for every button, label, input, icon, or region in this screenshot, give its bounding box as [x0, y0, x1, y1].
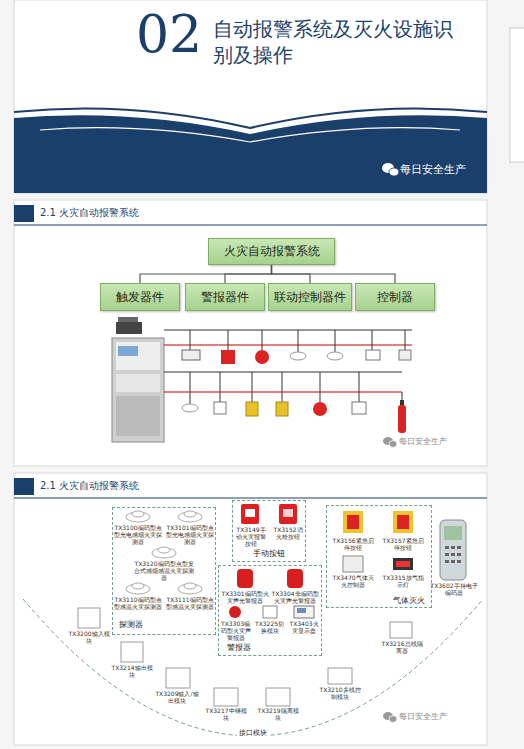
handheld-encoder — [440, 520, 466, 580]
device-caption: TX3217中继模块 — [205, 707, 247, 721]
device-caption: TX3315放气指示灯 — [380, 574, 426, 588]
device-group: 探测器 — [112, 507, 216, 635]
tree-connector — [225, 265, 272, 283]
device-caption: TX3219隔离模块 — [257, 707, 299, 721]
device-caption: TX3111编码型点型感温火灾探测器 — [166, 596, 214, 610]
device-caption: TX3303编码型火灾声警报器 — [219, 620, 252, 642]
category-box: 警报器件 — [185, 283, 265, 311]
device-group: 手动按钮 — [232, 500, 306, 562]
tree-connector — [272, 265, 396, 283]
device-caption: TX3214输出模块 — [111, 664, 153, 678]
watermark: 每日安全生产 — [400, 163, 480, 176]
device-caption: TX3149手动火灾报警按钮 — [234, 526, 268, 548]
box-label: 触发器件 — [116, 290, 164, 304]
slide-frames — [14, 0, 524, 745]
section-number: 02 — [136, 8, 226, 60]
watermark: 每日安全生产 — [399, 712, 479, 722]
controller-cabinet — [112, 317, 164, 442]
group-label: 气体灭火 — [393, 596, 425, 606]
field-devices — [182, 350, 411, 433]
text-column: 联动控制器件 — [274, 290, 346, 304]
device-caption: TX3200输入模块 — [68, 630, 110, 644]
box-label: 警报器件 — [201, 290, 249, 304]
dashed-arc-outline — [22, 598, 484, 743]
device-caption: TX3225切换模块 — [253, 620, 286, 634]
group-label: 接口模块 — [237, 729, 269, 737]
tree-connector — [140, 265, 272, 283]
category-box: 触发器件 — [100, 283, 180, 311]
bus-wires — [164, 330, 412, 404]
device-caption: TX3602手持电子编码器 — [430, 582, 478, 596]
text-column: 触发器件 — [116, 290, 164, 304]
device-caption: TX3216总线隔离器 — [380, 640, 424, 654]
module-arc-group: 接口模块 — [22, 598, 484, 743]
device-caption: TX3101编码型点型光电感烟火灾探测器 — [166, 524, 214, 546]
book-band — [14, 108, 487, 193]
text-column: 控制器 — [377, 290, 413, 304]
slide-title: 自动报警系统及灭火设施识别及操作 — [213, 16, 465, 68]
device-caption: TX3470气体灭火控制器 — [330, 574, 376, 588]
device-caption: TX3210多线控制模块 — [318, 686, 362, 700]
box-label: 控制器 — [377, 290, 413, 304]
device-caption: TX3110编码型点型感温火灾探测器 — [114, 596, 162, 610]
section-header-bar — [14, 205, 487, 498]
text-column: 警报器件 — [201, 290, 249, 304]
device-caption: TX3301编码型火灾声光警报器 — [220, 590, 270, 604]
section-header: 2.1 火灾自动报警系统 — [40, 207, 260, 219]
device-group: 气体灭火 — [326, 505, 432, 608]
device-caption: TX3157紧急启停按钮 — [380, 537, 426, 551]
device-caption: TX3403火灾显示盘 — [287, 620, 321, 634]
text-column: 火灾自动报警系统 — [224, 244, 320, 258]
device-caption: TX3100编码型点型光电感烟火灾探测器 — [114, 524, 162, 546]
device-caption: TX3120编码型点型复合式感烟感温火灾探测器 — [134, 560, 194, 582]
category-box: 控制器 — [355, 283, 435, 311]
group-label: 手动按钮 — [253, 549, 285, 559]
section-header: 2.1 火灾自动报警系统 — [40, 480, 260, 492]
box-label: 火灾自动报警系统 — [224, 244, 320, 258]
device-group: 警报器 — [218, 565, 322, 656]
detector-icons — [126, 511, 202, 594]
device-caption: TX3304非编码型火灾声光警报器 — [270, 590, 320, 604]
device-caption: TX3152消火栓按钮 — [271, 526, 305, 540]
device-caption: TX3156紧急启停按钮 — [330, 537, 376, 551]
box-label: 联动控制器件 — [274, 290, 346, 304]
module-icons — [78, 608, 412, 706]
watermark: 每日安全生产 — [399, 437, 479, 447]
device-caption: TX3209输入/输出模块 — [155, 690, 199, 704]
group-label: 探测器 — [119, 620, 143, 630]
category-box: 联动控制器件 — [268, 283, 352, 311]
group-label: 警报器 — [227, 643, 251, 653]
manual-button-icons — [241, 504, 297, 524]
root-box: 火灾自动报警系统 — [208, 238, 335, 265]
